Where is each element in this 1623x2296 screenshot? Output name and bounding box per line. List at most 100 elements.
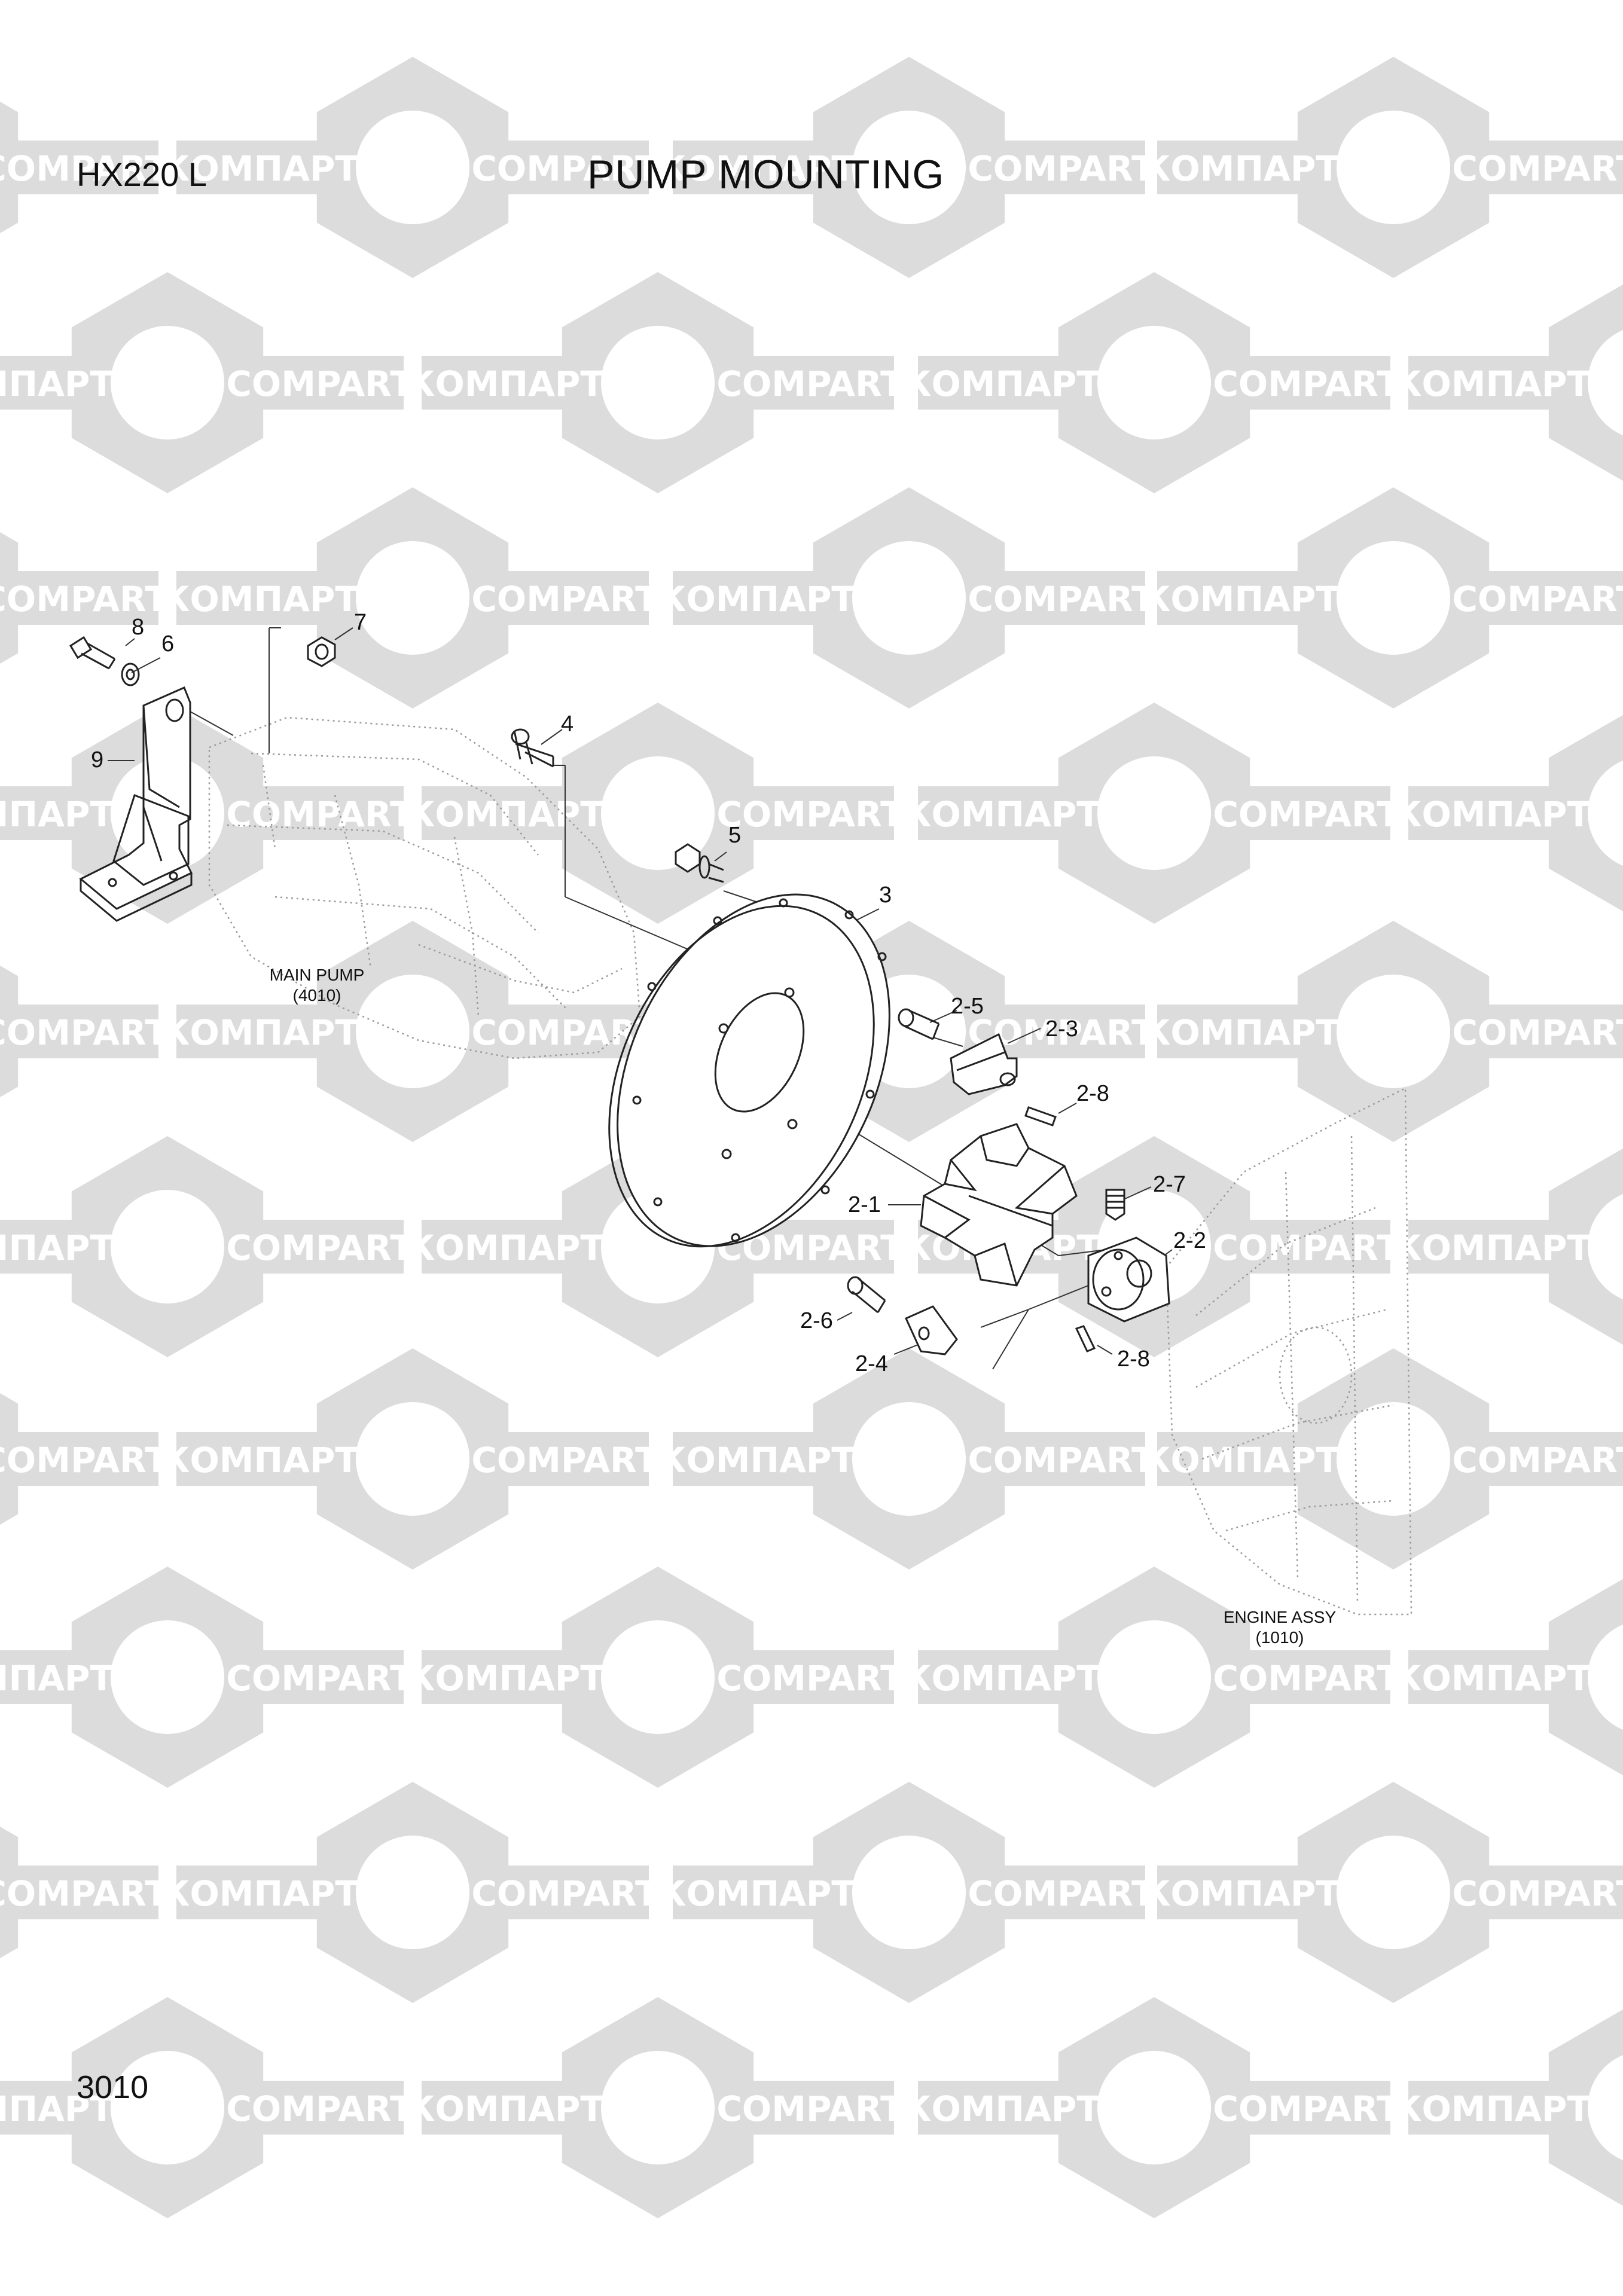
- watermark-tile: КОМПАРТ COMPART: [658, 57, 1155, 278]
- engine-assy-ghost: [1165, 1086, 1413, 1616]
- watermark-tile: КОМПАРТ COMPART: [903, 1567, 1401, 1788]
- callout-3: 3: [879, 883, 892, 908]
- watermark-text-ru: КОМПАРТ: [1393, 1658, 1591, 1699]
- callout-2-1: 2-1: [848, 1192, 881, 1217]
- watermark-text-en: COMPART: [226, 2089, 414, 2129]
- watermark-tile: КОМПАРТ COMPART: [1142, 1348, 1623, 1570]
- callout-2-8-lower: 2-8: [1117, 1347, 1150, 1372]
- watermark-text-ru: КОМПАРТ: [1142, 148, 1340, 189]
- callout-8: 8: [132, 615, 145, 640]
- engine-assy-name: ENGINE ASSY: [1223, 1608, 1337, 1626]
- watermark-text-en: COMPART: [716, 1658, 904, 1699]
- watermark-text-en: COMPART: [968, 579, 1155, 619]
- watermark-tile: КОМПАРТ COMPART: [903, 703, 1401, 924]
- watermark-text-en: COMPART: [1452, 1012, 1623, 1053]
- watermark-text-en: COMPART: [1213, 1658, 1401, 1699]
- page-number: 3010: [77, 2069, 149, 2105]
- watermark-text-ru: КОМПАРТ: [1393, 1228, 1591, 1268]
- watermark-text-en: COMPART: [0, 1440, 169, 1480]
- watermark-tile: КОМПАРТ COMPART: [161, 1348, 659, 1570]
- callout-2-3: 2-3: [1045, 1016, 1078, 1042]
- part-4-capscrew: [511, 728, 554, 768]
- watermark-text-ru: КОМПАРТ: [407, 1228, 604, 1268]
- part-2-4-clamp: [905, 1305, 958, 1355]
- watermark-text-en: COMPART: [226, 364, 414, 404]
- watermark-text-en: COMPART: [226, 1228, 414, 1268]
- watermark-text-en: COMPART: [716, 2089, 904, 2129]
- watermark-text-en: COMPART: [471, 1873, 659, 1914]
- watermark-text-en: COMPART: [0, 579, 169, 619]
- engine-assy-label: ENGINE ASSY (1010): [1202, 1607, 1357, 1648]
- watermark-text-en: COMPART: [226, 1658, 414, 1699]
- watermark-text-en: COMPART: [226, 794, 414, 835]
- watermark-text-ru: КОМПАРТ: [903, 1658, 1100, 1699]
- part-5-bolt: [675, 843, 724, 883]
- watermark-tile: КОМПАРТ COMPART: [0, 1567, 414, 1788]
- watermark-text-ru: КОМПАРТ: [1393, 794, 1591, 835]
- watermark-tile: КОМПАРТ COMPART: [0, 272, 414, 493]
- watermark-text-en: COMPART: [1452, 579, 1623, 619]
- watermark-text-ru: КОМПАРТ: [658, 1873, 855, 1914]
- watermark-text-en: COMPART: [471, 1440, 659, 1480]
- watermark-text-ru: КОМПАРТ: [0, 1658, 114, 1699]
- watermark-text-en: COMPART: [968, 1873, 1155, 1914]
- watermark-text-en: COMPART: [1213, 1228, 1401, 1268]
- engine-assy-ref: (1010): [1255, 1628, 1304, 1647]
- watermark-text-ru: КОМПАРТ: [407, 364, 604, 404]
- watermark-text-en: COMPART: [1213, 2089, 1401, 2129]
- watermark-text-ru: КОМПАРТ: [161, 579, 359, 619]
- watermark-text-ru: КОМПАРТ: [161, 148, 359, 189]
- watermark-text-ru: КОМПАРТ: [1393, 2089, 1591, 2129]
- part-3-flange-plate: [608, 893, 890, 1248]
- part-2-3-clamp: [950, 1033, 1018, 1095]
- page-title: PUMP MOUNTING: [587, 152, 945, 197]
- watermark-text-ru: КОМПАРТ: [1142, 1012, 1340, 1053]
- watermark-text-en: COMPART: [968, 148, 1155, 189]
- watermark-text-ru: КОМПАРТ: [0, 794, 114, 835]
- part-2-2-hub: [1087, 1236, 1170, 1323]
- part-9-bracket: [79, 686, 193, 922]
- callout-2-5: 2-5: [951, 994, 984, 1019]
- callout-2-7: 2-7: [1153, 1172, 1186, 1197]
- watermark-text-ru: КОМПАРТ: [903, 794, 1100, 835]
- watermark-tile: КОМПАРТ COMPART: [1142, 921, 1623, 1142]
- watermark-text-en: COMPART: [1452, 1440, 1623, 1480]
- watermark-text-en: COMPART: [0, 1012, 169, 1053]
- watermark-text-ru: КОМПАРТ: [658, 148, 855, 189]
- callout-5: 5: [728, 823, 742, 848]
- main-pump-ghost: [208, 716, 641, 1060]
- part-2-8-pin-upper: [1024, 1106, 1057, 1126]
- watermark-text-en: COMPART: [0, 148, 169, 189]
- watermark-text-ru: КОМПАРТ: [1142, 1440, 1340, 1480]
- watermark-text-ru: КОМПАРТ: [0, 364, 114, 404]
- callout-9: 9: [91, 747, 104, 773]
- watermark-text-ru: КОМПАРТ: [161, 1012, 359, 1053]
- watermark-text-ru: КОМПАРТ: [407, 794, 604, 835]
- part-2-6-bolt: [847, 1276, 886, 1314]
- watermark-text-en: COMPART: [1452, 1873, 1623, 1914]
- watermark-text-en: COMPART: [1213, 794, 1401, 835]
- part-8-bolt: [69, 636, 116, 670]
- model-name: HX220 L: [77, 155, 207, 193]
- watermark-text-ru: КОМПАРТ: [161, 1873, 359, 1914]
- watermark-text-en: COMPART: [968, 1440, 1155, 1480]
- watermark-text-ru: КОМПАРТ: [161, 1440, 359, 1480]
- main-pump-label: MAIN PUMP (4010): [251, 965, 383, 1006]
